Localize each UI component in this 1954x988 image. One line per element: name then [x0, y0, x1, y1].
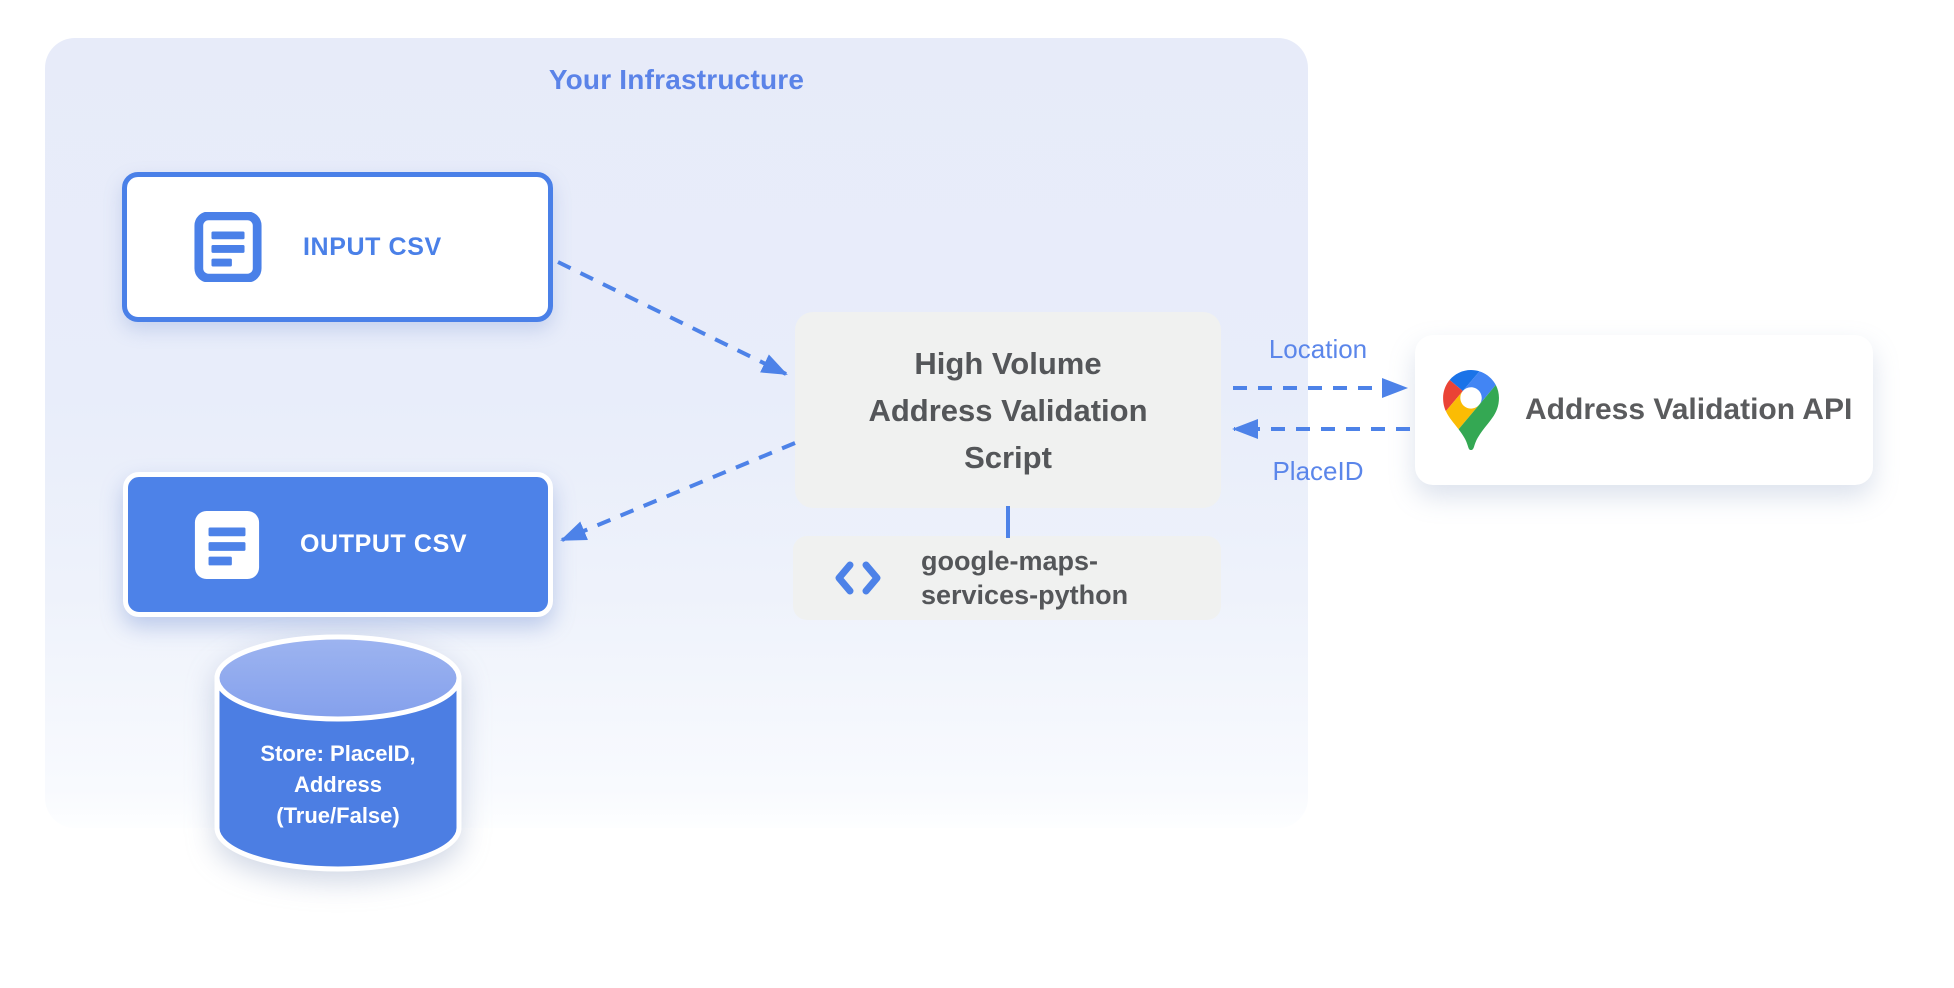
infrastructure-title: Your Infrastructure [548, 64, 805, 95]
script-node: High Volume Address Validation Script [795, 312, 1221, 508]
datastore-line: (True/False) [276, 803, 400, 828]
google-maps-pin-icon [1443, 370, 1499, 451]
script-label-line: Script [964, 439, 1052, 475]
edge-label-location: Location [1268, 334, 1368, 364]
datastore-label: Store: PlaceID, Address (True/False) [208, 738, 468, 831]
datastore-line: Address [293, 772, 383, 797]
document-icon [192, 510, 262, 580]
library-label-line: services-python [921, 580, 1129, 610]
input-csv-label: INPUT CSV [303, 232, 442, 261]
api-label: Address Validation API [1525, 393, 1853, 426]
library-node: google-maps- services-python [793, 536, 1221, 620]
library-label: google-maps- services-python [921, 544, 1128, 612]
output-csv-label: OUTPUT CSV [300, 530, 468, 558]
library-label-line: google-maps- [921, 546, 1099, 576]
api-node: Address Validation API [1415, 335, 1873, 485]
edge-label-placeid: PlaceID [1272, 456, 1364, 486]
datastore-cylinder [208, 630, 468, 882]
datastore-line: Store: PlaceID, [260, 741, 416, 766]
script-label-line: High Volume [914, 345, 1102, 381]
document-icon [193, 211, 263, 283]
code-icon [835, 561, 881, 595]
script-label-line: Address Validation [868, 392, 1148, 428]
input-csv-node: INPUT CSV [122, 172, 553, 322]
output-csv-node: OUTPUT CSV [123, 472, 553, 617]
